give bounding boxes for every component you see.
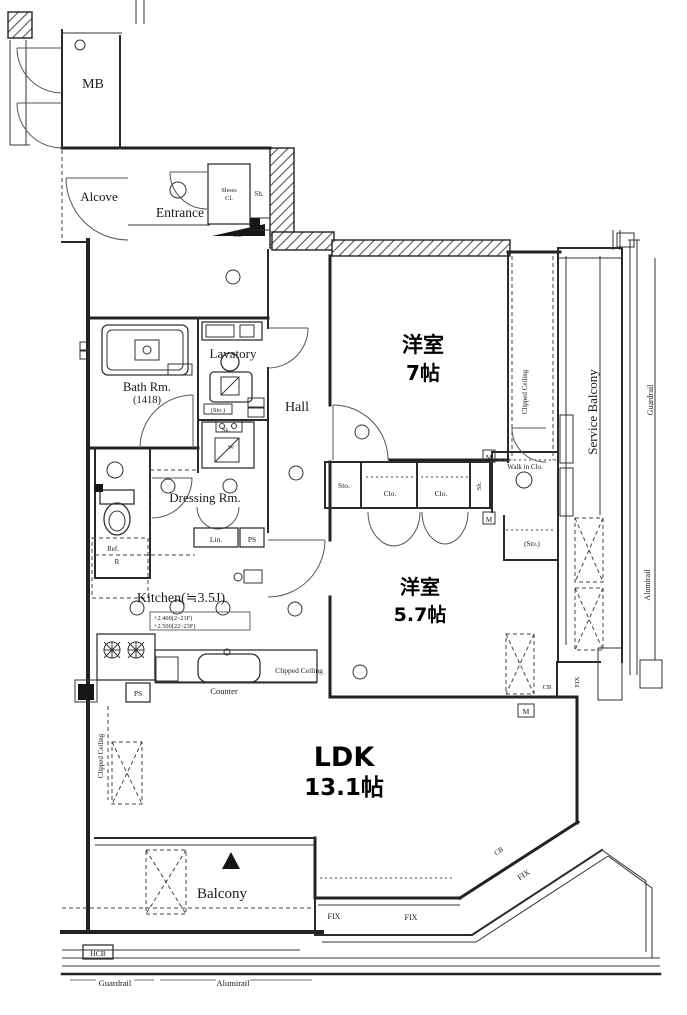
shoes-closet — [169, 163, 271, 236]
label-clo-2: Clo. — [435, 489, 448, 498]
label-sh-closet: Sh. — [476, 481, 483, 490]
label-washer-w: W — [228, 444, 235, 451]
label-fix-1: FIX — [328, 912, 341, 921]
label-ldk: LDK — [314, 742, 376, 773]
label-west7-size: 7帖 — [406, 361, 440, 385]
ceiling-fixture-icons — [129, 269, 533, 680]
label-lavatory: Lavatory — [210, 346, 257, 361]
door-marker-icon — [222, 852, 240, 869]
label-alcove: Alcove — [80, 189, 118, 204]
label-ref: Ref. — [107, 545, 119, 553]
label-sh-entrance: Sh. — [254, 190, 263, 198]
label-fix-4: FIX — [574, 676, 581, 687]
label-clipped-ceiling-1: Clipped Ceiling — [521, 369, 529, 414]
label-shoes-cl: Shoes — [221, 187, 237, 194]
label-ps-2: PS — [134, 689, 142, 698]
meter-icon — [74, 39, 86, 51]
label-ldk-size: 13.1帖 — [304, 775, 384, 801]
label-m-3: M — [523, 707, 530, 716]
toilet-icon — [95, 461, 135, 536]
label-counter: Counter — [210, 686, 238, 696]
label-alumirail-bottom: Alumirail — [216, 978, 250, 988]
label-bath-size: (1418) — [133, 395, 161, 406]
hatched-walls — [7, 11, 511, 257]
label-ceiling-height-2: +2.500(22~23F) — [154, 623, 195, 630]
label-lin: Lin. — [210, 535, 222, 544]
label-bath: Bath Rm. — [123, 380, 171, 394]
hatch-x-boxes — [91, 517, 604, 915]
label-sto-paren-2: (Sto.) — [211, 407, 225, 414]
label-boxes — [82, 449, 535, 960]
doors — [16, 47, 547, 598]
bathtub-icon — [101, 324, 193, 376]
label-ref-r: R — [115, 558, 120, 566]
label-m-2: M — [486, 516, 493, 524]
label-shoes-cl2: Cl. — [225, 195, 233, 202]
label-ceiling-height-1: +2.400(2~21F) — [154, 615, 192, 622]
label-m-1: M — [486, 454, 493, 462]
washer-icon — [201, 419, 255, 469]
label-clipped-ceiling-3: Clipped Ceiling — [275, 666, 323, 675]
label-dressing: Dressing Rm. — [169, 490, 241, 505]
label-ps-1: PS — [248, 535, 256, 544]
labels: MB Alcove Entrance Shoes Cl. Sh. Sh. Lav… — [80, 77, 655, 988]
label-sk: Sk. — [222, 428, 230, 434]
label-clo-1: Clo. — [384, 489, 397, 498]
label-hall: Hall — [285, 400, 309, 415]
kitchen-sink-icon — [154, 569, 318, 683]
label-west57: 洋室 — [400, 575, 440, 599]
walls — [9, 0, 662, 981]
label-fix-3: FIX — [516, 867, 532, 882]
label-mb: MB — [82, 77, 104, 92]
label-fix-2: FIX — [405, 913, 418, 922]
label-west7: 洋室 — [402, 333, 444, 357]
label-balcony: Balcony — [197, 886, 247, 902]
label-alumirail-right: Alumirail — [643, 569, 652, 601]
stove-icon — [96, 633, 156, 681]
label-clipped-ceiling-2: Clipped Ceiling — [97, 733, 105, 778]
label-cb-2: CB — [543, 684, 552, 691]
label-sto-paren-1: (Sto.) — [524, 540, 540, 548]
label-hcb: HCB — [90, 949, 105, 958]
label-entrance: Entrance — [156, 205, 204, 220]
label-kitchen: Kitchen(≒3.5J) — [137, 591, 226, 606]
vanity-icon — [201, 321, 265, 418]
label-sto: Sto. — [338, 481, 350, 490]
fixtures — [74, 39, 663, 960]
label-walk-in-clo: Walk in Clo. — [507, 463, 543, 471]
label-west57-size: 5.7帖 — [394, 603, 447, 626]
label-guardrail-right: Guardrail — [646, 384, 655, 415]
label-guardrail-bottom: Guardrail — [99, 978, 132, 988]
label-sh-step: Sh. — [234, 232, 243, 239]
label-service-balcony: Service Balcony — [585, 369, 600, 455]
label-cb-1: CB — [493, 845, 505, 857]
